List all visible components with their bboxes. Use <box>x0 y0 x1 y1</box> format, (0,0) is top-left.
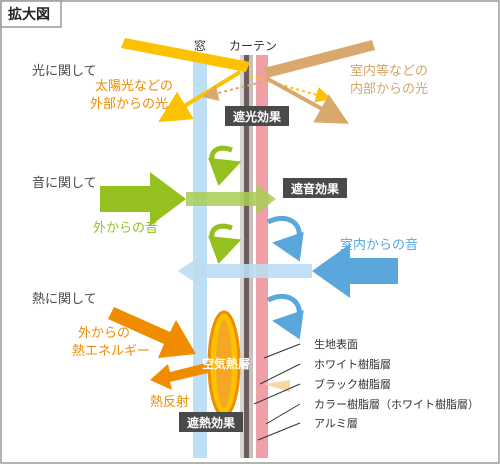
indoor-light-label-line2: 内部からの光 <box>350 81 428 97</box>
diagram-title: 拡大図 <box>8 6 50 23</box>
curtain-column-label: カーテン <box>229 39 277 53</box>
light-effect-badge <box>225 106 289 126</box>
sunlight-label-line2: 外部からの光 <box>90 97 168 112</box>
legend-leader-5 <box>257 422 301 441</box>
sound-effect-badge <box>283 178 347 198</box>
outside-sound-arrow <box>100 172 186 226</box>
title-tab <box>0 0 62 28</box>
curtain-white-layer <box>249 55 253 458</box>
light-heading: 光に関して <box>32 64 97 79</box>
outside-sound-label: 外からの音 <box>93 220 158 236</box>
curtain-fabric-surface <box>240 55 244 458</box>
outside-sound-transmission <box>186 184 276 214</box>
sunlight-label-line1: 太陽光などの <box>95 79 173 94</box>
heat-effect-badge <box>179 412 243 432</box>
heat-effect-badge-text: 遮熱効果 <box>187 415 235 430</box>
window-column-label: 窓 <box>194 38 206 53</box>
air-heat-layer-inner <box>216 320 232 408</box>
legend-leader-1 <box>263 343 301 359</box>
legend-leader-4 <box>265 403 301 425</box>
sunlight-transmitted-dotted <box>249 75 332 103</box>
indoor-sound-echo-arrow-upper <box>266 215 304 262</box>
legend-leader-2 <box>259 363 301 385</box>
indoor-sound-label: 室内からの音 <box>340 237 418 253</box>
sound-echo-arrow-lower <box>208 223 242 264</box>
indoor-sound-arrow <box>312 244 398 298</box>
indoor-light-reflected-arrow <box>265 76 350 124</box>
legend-item-fabric-surface: 生地表面 <box>314 337 358 351</box>
heat-heading: 熱に関して <box>32 292 97 307</box>
heat-incoming-arrow <box>108 307 196 358</box>
indoor-light-incoming-beam <box>264 40 375 78</box>
air-heat-layer-label: 空気熱層 <box>202 356 250 371</box>
indoor-sound-transmission <box>178 256 312 286</box>
heat-reflection-label: 熱反射 <box>150 394 189 410</box>
legend-item-aluminum: アルミ層 <box>314 417 358 430</box>
sunlight-incoming-beam <box>121 38 250 72</box>
indoor-sound-echo-arrow-lower <box>266 293 304 340</box>
sound-effect-badge-text: 遮音効果 <box>291 181 339 196</box>
sound-echo-arrow-upper <box>208 145 242 186</box>
heat-reflection-arrow <box>150 362 212 390</box>
legend-item-white-resin: ホワイト樹脂層 <box>314 357 391 371</box>
outside-heat-label-line2: 熱エネルギー <box>72 344 150 359</box>
indoor-light-transmitted-dotted <box>202 81 263 101</box>
curtain-black-layer <box>244 55 249 458</box>
indoor-light-label-line1: 室内等などの <box>350 63 428 79</box>
legend-item-color-resin: カラー樹脂層（ホワイト樹脂層） <box>314 397 479 411</box>
legend-leader-3 <box>253 383 301 405</box>
legend-item-black-resin: ブラック樹脂層 <box>314 377 391 391</box>
heat-transmitted-wedge <box>264 380 290 392</box>
sound-heading: 音に関して <box>32 175 97 191</box>
light-effect-badge-text: 遮光効果 <box>233 109 281 124</box>
outside-heat-label-line1: 外からの <box>78 326 130 341</box>
